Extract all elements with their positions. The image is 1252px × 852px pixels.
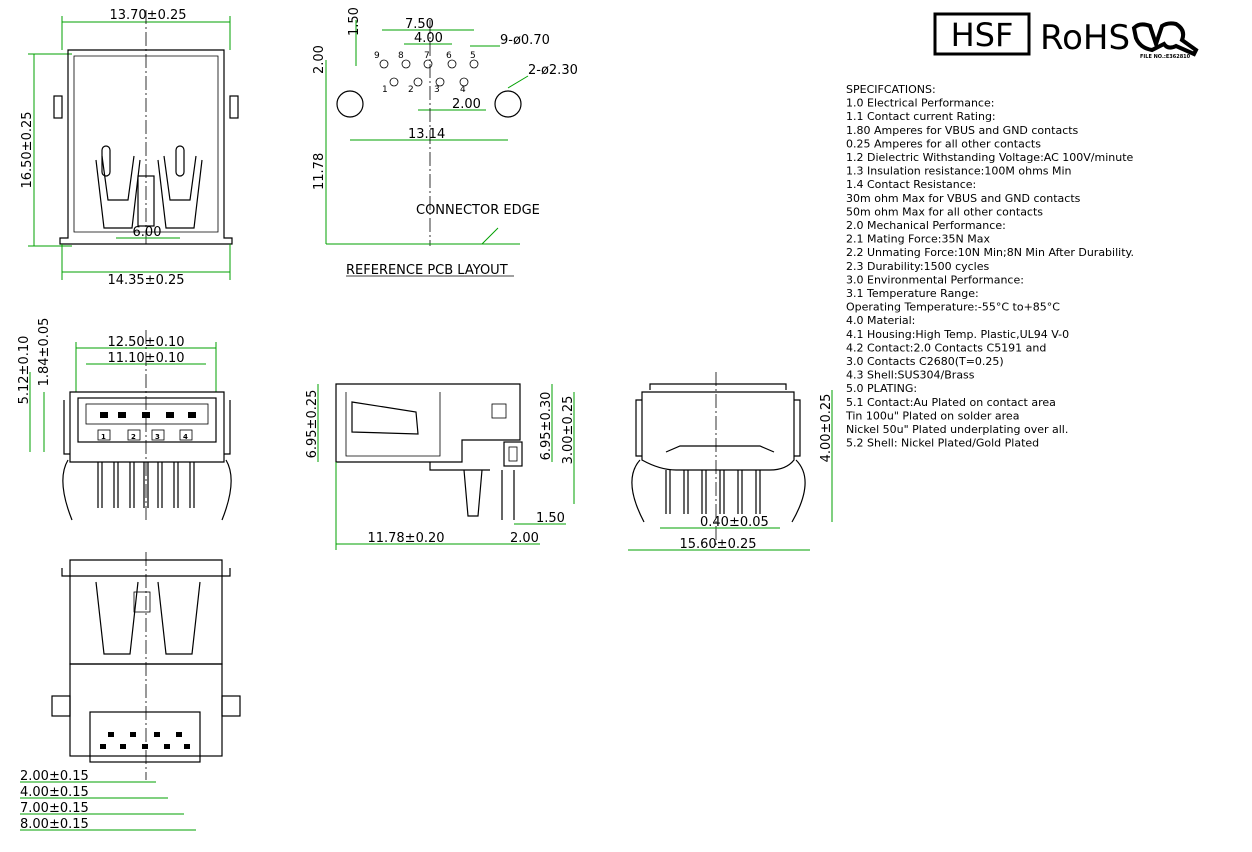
pcb-pin-3: 3 xyxy=(434,85,440,95)
spec-line: 3.1 Temperature Range: xyxy=(846,287,979,300)
pcb-dim-150: 1.50 xyxy=(347,7,362,36)
spec-line: 1.4 Contact Resistance: xyxy=(846,178,976,191)
specifications-block: SPECIFCATIONS:1.0 Electrical Performance… xyxy=(845,83,1134,450)
side-dim-1178: 11.78±0.20 xyxy=(367,531,444,546)
front-pin-1: 1 xyxy=(101,433,106,441)
ul-file-number: FILE NO.:E362810 xyxy=(1140,54,1191,60)
spec-line: 5.0 PLATING: xyxy=(846,382,917,395)
rear-dim-1560: 15.60±0.25 xyxy=(679,537,756,552)
spec-line: 4.0 Material: xyxy=(846,314,915,327)
spec-line: Tin 100u" Plated on solder area xyxy=(845,409,1019,422)
side-dim-695-left: 6.95±0.25 xyxy=(305,390,320,459)
pcb-pin-9: 9 xyxy=(374,51,380,61)
hsf-logo: HSF xyxy=(951,16,1014,54)
ul-recognized-logo xyxy=(1131,21,1199,57)
pcb-hole-pattern xyxy=(336,59,522,118)
pcb-dim-750: 7.50 xyxy=(405,17,434,32)
pcb-pin-8: 8 xyxy=(398,51,404,61)
spec-line: 2.1 Mating Force:35N Max xyxy=(846,233,990,246)
pcb-layout: 7.50 4.00 1.50 2.00 11.78 9-ø0.70 2-ø2.3… xyxy=(312,7,578,278)
side-dim-695-right: 6.95±0.30 xyxy=(539,392,554,461)
pcb-pin-5: 5 xyxy=(470,51,476,61)
pcb-pin-4: 4 xyxy=(460,85,466,95)
bottom-dim-200: 2.00±0.15 xyxy=(20,769,89,784)
front-pin-4: 4 xyxy=(183,433,188,441)
spec-line: 4.1 Housing:High Temp. Plastic,UL94 V-0 xyxy=(846,328,1069,341)
top-view-width-dim: 13.70±0.25 xyxy=(109,8,186,23)
pcb-dim-200v: 2.00 xyxy=(312,45,327,74)
pcb-pin-1: 1 xyxy=(382,85,388,95)
pcb-dim-holes-small: 9-ø0.70 xyxy=(500,33,550,48)
spec-line: 5.2 Shell: Nickel Plated/Gold Plated xyxy=(846,437,1039,450)
pcb-dim-holes-large: 2-ø2.30 xyxy=(528,63,578,78)
spec-line: 2.2 Unmating Force:10N Min;8N Min After … xyxy=(846,246,1134,259)
top-view-bottom-dim: 14.35±0.25 xyxy=(107,273,184,288)
top-view-height-dim: 16.50±0.25 xyxy=(20,111,35,188)
side-view: 6.95±0.25 6.95±0.30 3.00±0.25 1.50 11.78… xyxy=(305,383,576,550)
spec-line: 4.2 Contact:2.0 Contacts C5191 and xyxy=(846,341,1046,354)
spec-line: 1.3 Insulation resistance:100M ohms Min xyxy=(846,165,1072,178)
side-dim-200: 2.00 xyxy=(510,531,539,546)
top-view-inner-dim: 6.00 xyxy=(133,225,162,240)
rohs-logo: RoHS xyxy=(1040,18,1130,58)
pcb-pin-6: 6 xyxy=(446,51,452,61)
pcb-pin-2: 2 xyxy=(408,85,414,95)
spec-line: Nickel 50u" Plated underplating over all… xyxy=(846,423,1068,436)
spec-line: 1.0 Electrical Performance: xyxy=(846,97,994,110)
front-pin-3: 3 xyxy=(155,433,160,441)
spec-line: 1.2 Dielectric Withstanding Voltage:AC 1… xyxy=(846,151,1134,164)
spec-line: Operating Temperature:-55°C to+85°C xyxy=(846,301,1060,314)
spec-line: 4.3 Shell:SUS304/Brass xyxy=(846,369,975,382)
side-dim-300: 3.00±0.25 xyxy=(561,396,576,465)
pcb-layout-caption: REFERENCE PCB LAYOUT xyxy=(346,263,508,278)
spec-line: SPECIFCATIONS: xyxy=(846,83,936,96)
pcb-dim-1178: 11.78 xyxy=(312,153,327,190)
spec-line: 2.0 Mechanical Performance: xyxy=(846,219,1006,232)
front-pin-2: 2 xyxy=(131,433,136,441)
spec-line: 30m ohm Max for VBUS and GND contacts xyxy=(846,192,1081,205)
front-view: 12.50±0.10 11.10±0.10 5.12±0.10 1.84±0.0… xyxy=(17,318,232,521)
bottom-view: 2.00±0.15 4.00±0.15 7.00±0.15 8.00±0.15 xyxy=(20,552,241,832)
front-dim-184: 1.84±0.05 xyxy=(37,318,52,387)
spec-line: 0.25 Amperes for all other contacts xyxy=(846,137,1041,150)
bottom-dim-400: 4.00±0.15 xyxy=(20,785,89,800)
spec-line: 2.3 Durability:1500 cycles xyxy=(846,260,989,273)
spec-line: 3.0 Contacts C2680(T=0.25) xyxy=(846,355,1004,368)
pcb-dim-400: 4.00 xyxy=(414,31,443,46)
hsf-logo-box xyxy=(933,12,1031,56)
front-dim-512: 5.12±0.10 xyxy=(17,336,32,405)
spec-line: 1.80 Amperes for VBUS and GND contacts xyxy=(846,124,1079,137)
pcb-dim-200h: 2.00 xyxy=(452,97,481,112)
bottom-dim-700: 7.00±0.15 xyxy=(20,801,89,816)
spec-line: 3.0 Environmental Performance: xyxy=(846,273,1024,286)
spec-line: 5.1 Contact:Au Plated on contact area xyxy=(846,396,1056,409)
top-view: 13.70±0.25 16.50±0.25 6.00 14.35±0.25 xyxy=(20,8,239,288)
rear-dim-040: 0.40±0.05 xyxy=(700,515,769,530)
spec-line: 50m ohm Max for all other contacts xyxy=(846,205,1043,218)
rear-view: 4.00±0.25 0.40±0.05 15.60±0.25 xyxy=(628,372,834,552)
pcb-pin-7: 7 xyxy=(424,51,430,61)
bottom-dim-800: 8.00±0.15 xyxy=(20,817,89,832)
logo-area: HSF RoHS FILE NO.:E362810 xyxy=(933,12,1199,60)
pcb-dim-1314: 13.14 xyxy=(408,127,445,142)
connector-edge-label: CONNECTOR EDGE xyxy=(416,203,540,218)
spec-line: 1.1 Contact current Rating: xyxy=(846,110,996,123)
rear-dim-400: 4.00±0.25 xyxy=(819,394,834,463)
side-dim-150: 1.50 xyxy=(536,511,565,526)
